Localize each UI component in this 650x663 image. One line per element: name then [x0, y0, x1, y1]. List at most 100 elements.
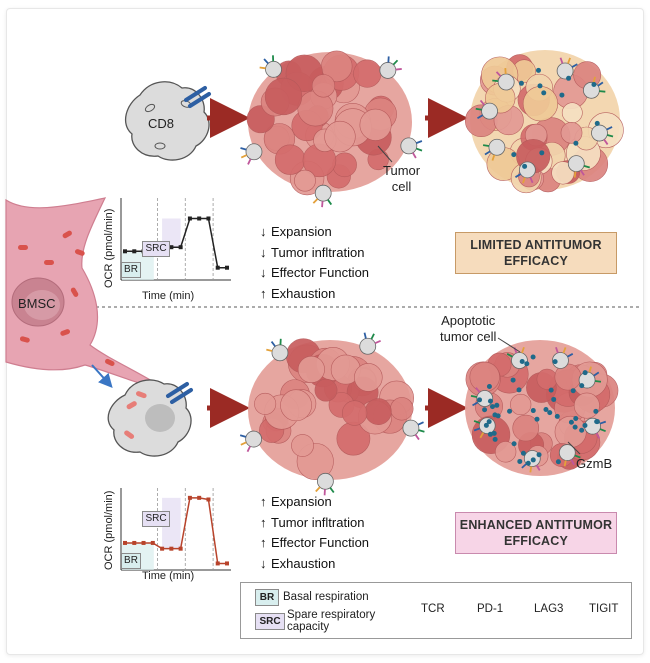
- down-arrow-icon: ↓: [260, 265, 267, 280]
- src-band: [162, 218, 181, 248]
- receptor: [374, 339, 381, 344]
- effect-top-item: ↓Tumor infltration: [260, 243, 369, 264]
- receptor: [270, 341, 276, 347]
- gzmb-granule: [487, 431, 493, 437]
- tumor-cell: [561, 102, 583, 124]
- ocr-point: [187, 495, 192, 500]
- t-cell: [567, 155, 585, 173]
- legend-box: BR Basal respiration SRC Spare respirato…: [240, 582, 632, 639]
- gzmb-granule: [520, 450, 526, 456]
- limited-efficacy-text: LIMITED ANTITUMOR EFFICACY: [470, 237, 601, 269]
- receptor: [475, 387, 481, 393]
- ocr-point: [206, 216, 211, 221]
- gzmb-granule: [495, 413, 501, 419]
- ocr-point: [132, 540, 137, 545]
- effect-bottom-item: ↑Effector Function: [260, 533, 369, 554]
- tumor-cell: [551, 161, 575, 185]
- gzmb-granule: [524, 361, 530, 367]
- gzmb-granule: [555, 459, 561, 465]
- t-cell: [402, 419, 420, 437]
- tumor-cell: [536, 368, 558, 390]
- gzmb-granule: [530, 457, 536, 463]
- receptor: [315, 486, 321, 493]
- tumor-cell: [510, 393, 532, 416]
- ocr-point: [206, 497, 211, 502]
- receptor: [312, 198, 319, 204]
- gzmb-granule: [534, 416, 540, 422]
- tumor-cell: [522, 86, 559, 122]
- ocr-point: [178, 546, 183, 551]
- receptor: [395, 68, 402, 71]
- ocr-point: [160, 546, 165, 551]
- gzmb-granule: [530, 354, 536, 360]
- src-band: [162, 497, 181, 549]
- gzmb-granule: [591, 82, 597, 88]
- receptor: [475, 107, 482, 111]
- receptor: [479, 99, 486, 106]
- chart-top-src-tag: SRC: [142, 241, 170, 257]
- gzmb-label: GzmB: [576, 456, 613, 471]
- ocr-point: [215, 561, 220, 566]
- ocr-point: [141, 540, 146, 545]
- receptor: [329, 487, 335, 494]
- tumor-mass-top-limited: [464, 50, 624, 194]
- receptor: [595, 432, 601, 439]
- ocr-point: [215, 265, 220, 270]
- t-cell: [400, 137, 418, 155]
- legend-br-text: Basal respiration: [283, 591, 369, 603]
- t-cell: [497, 73, 515, 91]
- receptor: [472, 401, 479, 407]
- gzmb-granule: [477, 397, 483, 403]
- receptor: [588, 366, 592, 373]
- tumor-cell: [354, 363, 383, 392]
- receptor: [473, 427, 481, 432]
- gzmb-granule: [518, 80, 524, 86]
- cd8-cell-bottom: [107, 379, 193, 457]
- effect-bottom-item: ↓Exhaustion: [260, 554, 369, 575]
- receptor: [473, 420, 481, 424]
- effect-top-text: Tumor infltration: [271, 244, 365, 260]
- receptor: [559, 57, 564, 64]
- gzmb-granule: [486, 384, 492, 390]
- chart-bottom-src-tag: SRC: [142, 511, 170, 527]
- gzmb-granule: [511, 152, 517, 158]
- cd8-label: CD8: [148, 116, 175, 131]
- effect-top-item: ↓Effector Function: [260, 263, 369, 284]
- receptor: [562, 347, 567, 354]
- chart-bottom-ylabel: OCR (pmol/min): [103, 490, 115, 570]
- down-arrow-icon: ↓: [260, 555, 267, 571]
- gzmb-granule: [551, 396, 557, 402]
- effect-bottom-item: ↑Expansion: [260, 492, 369, 513]
- tumor-cell-label: Tumor cell: [383, 163, 421, 194]
- receptor: [484, 150, 491, 156]
- effect-top-item: ↑Exhaustion: [260, 284, 369, 305]
- chart-top-xlabel: Time (min): [142, 290, 195, 302]
- receptor: [570, 459, 575, 466]
- gzmb-granule: [487, 398, 493, 404]
- receptor: [607, 134, 614, 138]
- receptor: [492, 79, 499, 83]
- gzmb-granule: [573, 140, 579, 146]
- ocr-point: [197, 216, 202, 221]
- legend-br-key: BR: [255, 589, 279, 606]
- gzmb-granule: [537, 83, 543, 89]
- ocr-point: [123, 540, 127, 545]
- receptor: [506, 353, 513, 358]
- receptor: [414, 434, 420, 441]
- effect-top-item: ↓Expansion: [260, 222, 369, 243]
- tumor-cell: [390, 397, 414, 421]
- receptor: [470, 395, 478, 398]
- limited-efficacy-line: EFFICACY: [503, 254, 569, 268]
- up-arrow-icon: ↑: [260, 494, 267, 509]
- receptor: [574, 454, 581, 459]
- gzmb-granule: [486, 419, 492, 425]
- gzmb-granule: [554, 413, 560, 419]
- gzmb-granule: [483, 422, 489, 428]
- limited-efficacy-line: LIMITED ANTITUMOR: [470, 238, 602, 252]
- receptor: [583, 164, 590, 169]
- receptor: [240, 147, 247, 151]
- receptor: [266, 348, 273, 352]
- tumor-cell: [494, 441, 517, 463]
- gzmb-granule: [570, 388, 576, 394]
